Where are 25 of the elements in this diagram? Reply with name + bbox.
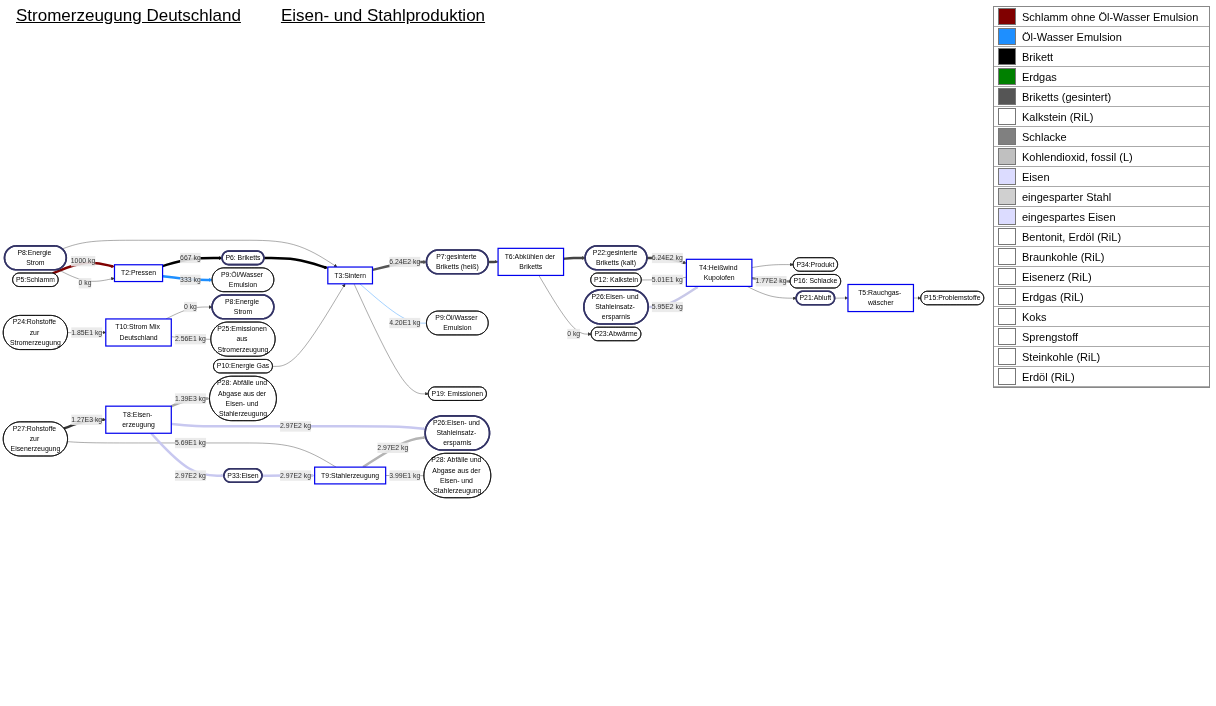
legend-label: Brikett bbox=[1022, 50, 1054, 63]
arrow bbox=[362, 436, 427, 469]
legend-label: Erdgas bbox=[1022, 70, 1057, 83]
arrow bbox=[171, 422, 426, 431]
legend-label: eingespartes Eisen bbox=[1022, 210, 1116, 223]
legend-label: Erdgas (RiL) bbox=[1022, 290, 1084, 303]
legend-label: Kohlendioxid, fossil (L) bbox=[1022, 150, 1133, 163]
legend-label: Eisenerz (RiL) bbox=[1022, 270, 1092, 283]
legend-label: Schlacke bbox=[1022, 130, 1067, 143]
arrow bbox=[150, 432, 225, 478]
legend-label: Briketts (gesintert) bbox=[1022, 90, 1112, 103]
section-heading: Stromerzeugung Deutschland bbox=[16, 6, 241, 26]
legend-label: Eisen bbox=[1022, 170, 1050, 183]
section-heading: Eisen- und Stahlproduktion bbox=[280, 6, 486, 26]
legend-label: Schlamm ohne Öl-Wasser Emulsion bbox=[1022, 10, 1199, 23]
legend-label: Kalkstein (RiL) bbox=[1022, 110, 1094, 123]
legend-label: Braunkohle (RiL) bbox=[1022, 250, 1105, 263]
legend-label: Öl-Wasser Emulsion bbox=[1022, 30, 1122, 43]
legend-label: Sprengstoff bbox=[1022, 330, 1079, 343]
legend-label: Bentonit, Erdöl (RiL) bbox=[1022, 230, 1122, 243]
arrow bbox=[264, 256, 328, 269]
legend-label: Koks bbox=[1022, 310, 1047, 323]
legend-label: Steinkohle (RiL) bbox=[1022, 350, 1101, 363]
legend-label: Erdöl (RiL) bbox=[1022, 370, 1075, 383]
legend-label: eingesparter Stahl bbox=[1022, 190, 1112, 203]
